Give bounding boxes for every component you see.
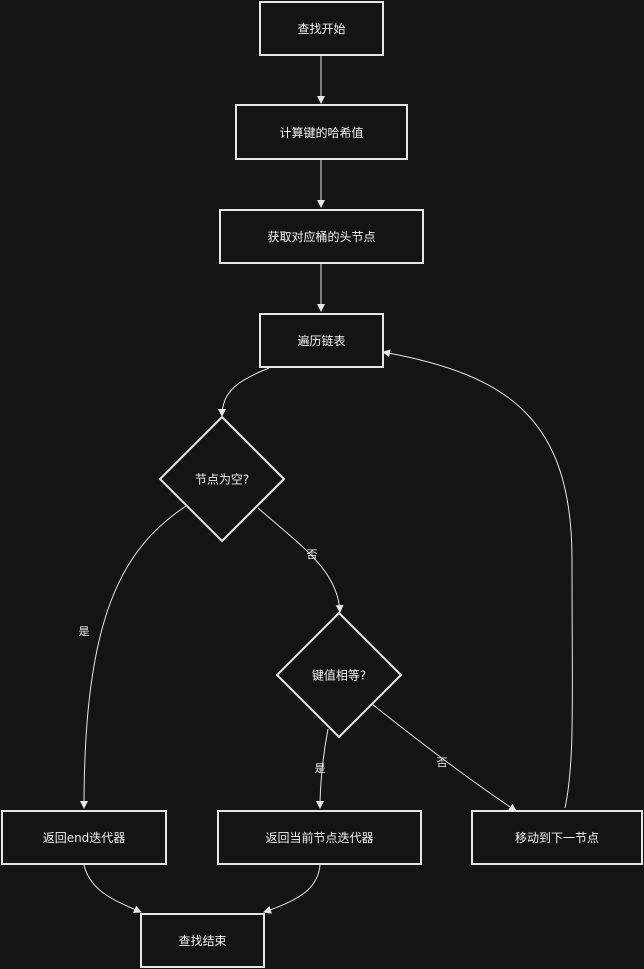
- node-label: 计算键的哈希值: [279, 125, 364, 140]
- edge-traverse-isnull: [218, 367, 270, 417]
- node-move-next: 移动到下一节点: [471, 810, 643, 865]
- decision-key-equal: [275, 611, 403, 739]
- node-label: 查找开始: [297, 22, 346, 36]
- edge-label-equal-yes: 是: [314, 762, 326, 775]
- edge-label-equal-no: 否: [436, 756, 448, 769]
- node-label: 获取对应桶的头节点: [267, 230, 376, 244]
- edge-label-null-no: 否: [306, 548, 318, 561]
- decision-is-null: [158, 415, 286, 543]
- decision-is-null-label: 节点为空?: [194, 472, 250, 487]
- edge-isnull-keyeq: [257, 507, 344, 613]
- node-label: 移动到下一节点: [514, 831, 599, 845]
- node-search-end: 查找结束: [140, 913, 265, 968]
- node-get-bucket-head: 获取对应桶的头节点: [219, 209, 424, 264]
- node-label: 查找结束: [178, 934, 227, 948]
- edge-keyeq-movenext: [371, 703, 517, 812]
- edge-isnull-retend: [80, 505, 187, 809]
- node-return-current-iterator: 返回当前节点迭代器: [217, 810, 422, 865]
- node-return-end-iterator: 返回end迭代器: [1, 810, 167, 865]
- edge-retend-end: [83, 864, 142, 914]
- decision-key-equal-label: 键值相等?: [311, 668, 367, 683]
- node-compute-hash: 计算键的哈希值: [235, 104, 408, 160]
- edge-movenext-traverse: [382, 349, 573, 809]
- node-label: 返回end迭代器: [42, 831, 126, 845]
- node-search-start: 查找开始: [259, 1, 384, 56]
- edge-label-null-yes: 是: [78, 625, 90, 638]
- node-traverse-list: 遍历链表: [259, 313, 384, 368]
- edge-keyeq-retcur: [316, 728, 329, 809]
- edge-retcur-end: [263, 864, 321, 914]
- node-label: 返回当前节点迭代器: [265, 831, 374, 845]
- node-label: 遍历链表: [297, 334, 346, 348]
